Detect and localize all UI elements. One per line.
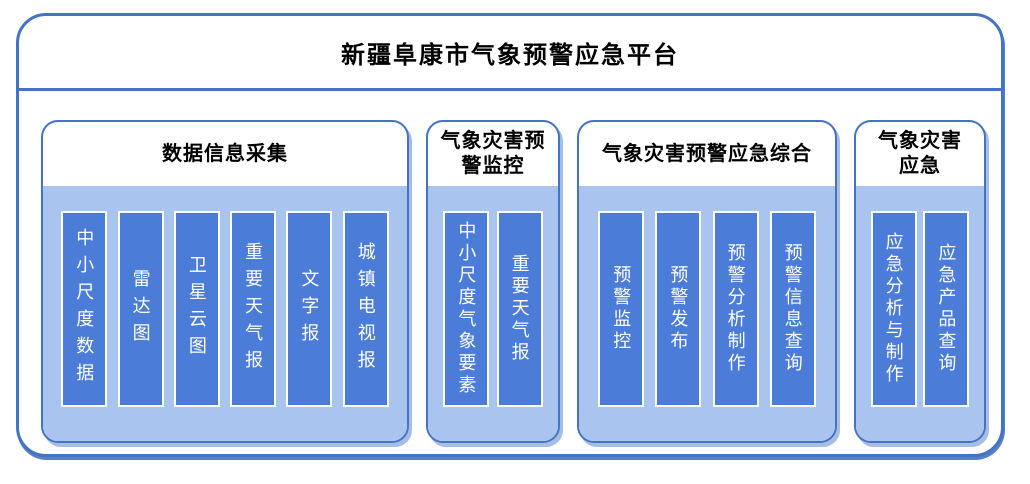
group-title: 气象灾害预 警监控: [428, 122, 558, 186]
group-warning-emergency-comprehensive: 气象灾害预警应急综合 预警监控 预警发布 预警分析制作 预警信息查询: [577, 120, 837, 443]
module-label: 预警分析制作: [725, 243, 746, 375]
module-bar: 重要天气报: [230, 211, 277, 407]
module-bar: 中小尺度数据: [61, 211, 108, 407]
groups-row: 数据信息采集 中小尺度数据 雷达图 卫星云图 重要天气报 文字报 城镇电视报 气…: [19, 91, 1001, 443]
module-label: 预警信息查询: [782, 243, 803, 375]
module-bar: 中小尺度气象要素: [443, 211, 490, 407]
group-title: 数据信息采集: [43, 122, 407, 186]
group-disaster-emergency: 气象灾害 应急 应急分析与制作 应急产品查询: [854, 120, 986, 443]
module-label: 文字报: [299, 268, 320, 350]
module-label: 重要天气报: [509, 254, 530, 364]
group-warning-monitoring: 气象灾害预 警监控 中小尺度气象要素 重要天气报: [426, 120, 560, 443]
module-label: 中小尺度气象要素: [456, 221, 477, 397]
group-body: 应急分析与制作 应急产品查询: [856, 186, 984, 441]
module-bar: 雷达图: [117, 211, 164, 407]
module-bar: 应急产品查询: [923, 211, 970, 407]
module-bar: 预警发布: [655, 211, 702, 407]
group-title-line: 应急: [899, 155, 941, 177]
group-title-line: 气象灾害预警应急综合: [602, 142, 812, 165]
module-label: 中小尺度数据: [74, 228, 95, 390]
platform-title: 新疆阜康市气象预警应急平台: [19, 16, 1001, 91]
module-bar: 城镇电视报: [342, 211, 389, 407]
module-label: 预警发布: [668, 265, 689, 353]
module-bar: 卫星云图: [173, 211, 220, 407]
group-title-line: 数据信息采集: [162, 142, 288, 165]
module-label: 重要天气报: [243, 241, 264, 377]
module-bar: 重要天气报: [496, 211, 543, 407]
group-body: 中小尺度数据 雷达图 卫星云图 重要天气报 文字报 城镇电视报: [43, 186, 407, 441]
module-bar: 应急分析与制作: [870, 211, 917, 407]
module-label: 应急分析与制作: [883, 232, 904, 386]
group-title: 气象灾害 应急: [856, 122, 984, 186]
module-label: 预警监控: [611, 265, 632, 353]
module-label: 城镇电视报: [355, 241, 376, 377]
platform-frame: 新疆阜康市气象预警应急平台 数据信息采集 中小尺度数据 雷达图 卫星云图 重要天…: [16, 13, 1004, 457]
group-title-line: 气象灾害预: [440, 130, 546, 152]
group-body: 预警监控 预警发布 预警分析制作 预警信息查询: [579, 186, 835, 441]
module-bar: 预警信息查询: [769, 211, 816, 407]
group-title-line: 警监控: [461, 155, 525, 177]
module-label: 应急产品查询: [936, 243, 957, 375]
group-body: 中小尺度气象要素 重要天气报: [428, 186, 558, 441]
module-bar: 预警分析制作: [712, 211, 759, 407]
module-label: 卫星云图: [186, 255, 207, 363]
module-bar: 预警监控: [598, 211, 645, 407]
group-title-line: 气象灾害: [878, 130, 962, 152]
group-data-collection: 数据信息采集 中小尺度数据 雷达图 卫星云图 重要天气报 文字报 城镇电视报: [41, 120, 409, 443]
group-title: 气象灾害预警应急综合: [579, 122, 835, 186]
module-bar: 文字报: [286, 211, 333, 407]
module-label: 雷达图: [130, 268, 151, 350]
